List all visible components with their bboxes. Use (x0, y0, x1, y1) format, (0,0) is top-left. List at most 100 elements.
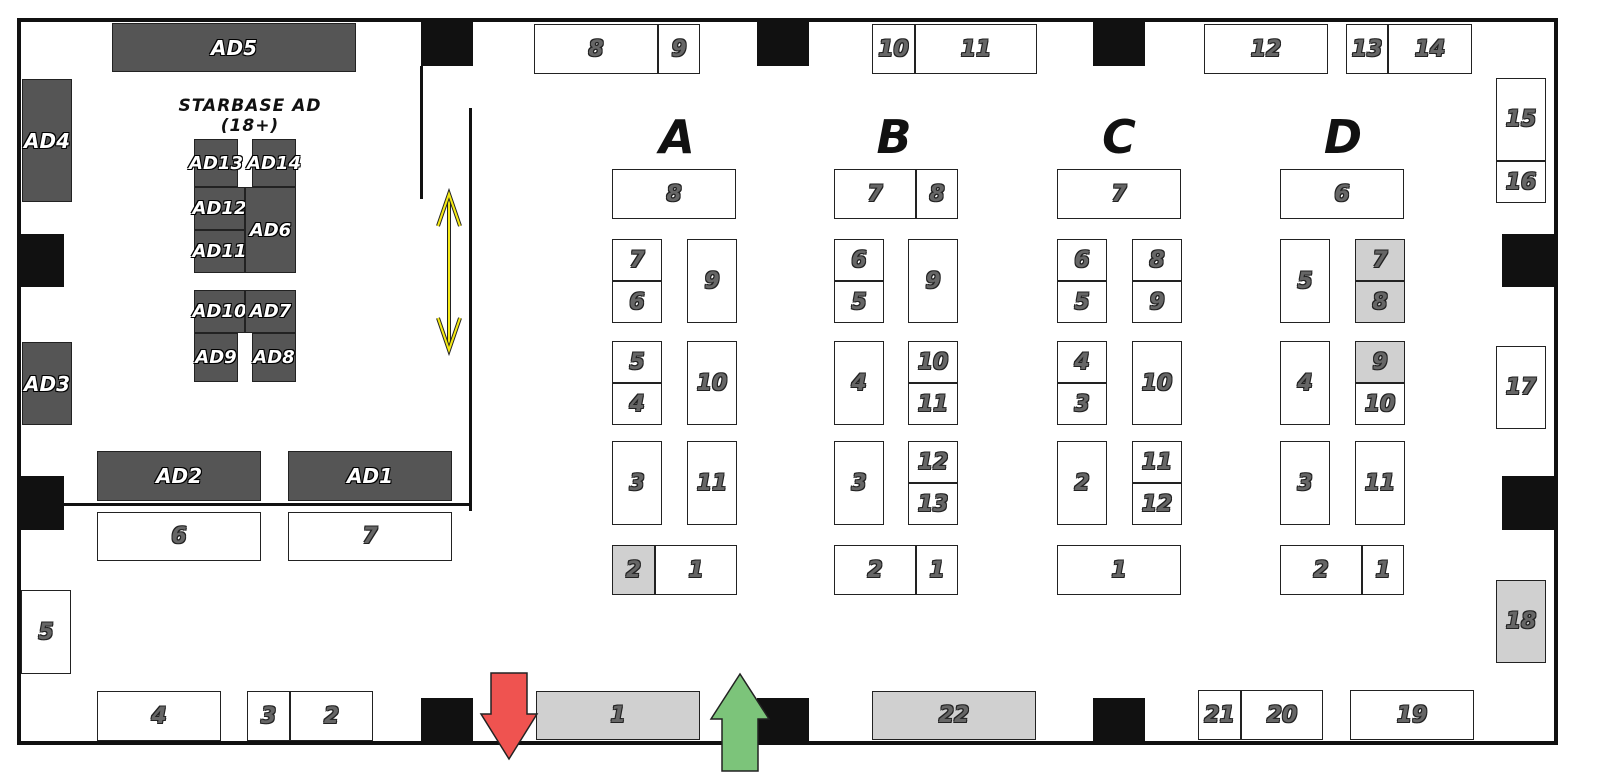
booth-b6[interactable]: 6 (834, 239, 884, 281)
booth-b9[interactable]: 9 (908, 239, 958, 323)
exit-arrow-down-icon (479, 672, 539, 761)
booth-a2[interactable]: 2 (612, 545, 655, 595)
booth-perimeter-6[interactable]: 6 (97, 512, 261, 561)
booth-perimeter-18[interactable]: 18 (1496, 580, 1546, 663)
zone-wall (420, 66, 423, 199)
booth-perimeter-15[interactable]: 15 (1496, 78, 1546, 161)
booth-ad1[interactable]: AD1 (288, 451, 452, 501)
booth-b10[interactable]: 10 (908, 341, 958, 383)
booth-ad8[interactable]: AD8 (252, 333, 296, 382)
zone-title: STARBASE AD (18+) (178, 96, 322, 136)
booth-d7[interactable]: 7 (1355, 239, 1405, 281)
booth-perimeter-9[interactable]: 9 (658, 24, 700, 74)
booth-c12[interactable]: 12 (1132, 483, 1182, 525)
booth-ad13[interactable]: AD13 (189, 139, 243, 187)
booth-ad6[interactable]: AD6 (245, 187, 296, 273)
booth-ad7[interactable]: AD7 (245, 290, 296, 333)
booth-perimeter-10[interactable]: 10 (872, 24, 915, 74)
booth-perimeter-1[interactable]: 1 (536, 691, 700, 740)
booth-a11[interactable]: 11 (687, 441, 737, 525)
row-heading-d: D (1323, 110, 1363, 164)
booth-perimeter-8[interactable]: 8 (534, 24, 658, 74)
booth-perimeter-13[interactable]: 13 (1346, 24, 1388, 74)
booth-ad9[interactable]: AD9 (194, 333, 238, 382)
booth-d2[interactable]: 2 (1280, 545, 1362, 595)
pillar (1502, 476, 1558, 530)
booth-perimeter-16[interactable]: 16 (1496, 161, 1546, 203)
booth-d5[interactable]: 5 (1280, 239, 1330, 323)
booth-c6[interactable]: 6 (1057, 239, 1107, 281)
booth-a4[interactable]: 4 (612, 383, 662, 425)
pillar (757, 18, 809, 66)
booth-c11[interactable]: 11 (1132, 441, 1182, 483)
booth-b4[interactable]: 4 (834, 341, 884, 425)
booth-b11[interactable]: 11 (908, 383, 958, 425)
booth-perimeter-12[interactable]: 12 (1204, 24, 1328, 74)
entry-arrow-up-icon (709, 672, 771, 772)
booth-d6[interactable]: 6 (1280, 169, 1404, 219)
booth-perimeter-4[interactable]: 4 (97, 691, 221, 741)
booth-d11[interactable]: 11 (1355, 441, 1405, 525)
booth-c9[interactable]: 9 (1132, 281, 1182, 323)
booth-d8[interactable]: 8 (1355, 281, 1405, 323)
booth-perimeter-5[interactable]: 5 (21, 590, 71, 674)
booth-ad5[interactable]: AD5 (112, 23, 356, 72)
passage-double-arrow-icon (436, 187, 462, 357)
row-heading-a: A (659, 110, 695, 164)
booth-c8[interactable]: 8 (1132, 239, 1182, 281)
booth-d3[interactable]: 3 (1280, 441, 1330, 525)
booth-perimeter-22[interactable]: 22 (872, 691, 1036, 740)
booth-ad3[interactable]: AD3 (22, 342, 72, 425)
booth-ad12[interactable]: AD12 (193, 187, 246, 230)
booth-ad2[interactable]: AD2 (97, 451, 261, 501)
booth-d9[interactable]: 9 (1355, 341, 1405, 383)
booth-ad11[interactable]: AD11 (193, 230, 246, 273)
booth-perimeter-2[interactable]: 2 (290, 691, 373, 741)
booth-c1[interactable]: 1 (1057, 545, 1181, 595)
booth-c3[interactable]: 3 (1057, 383, 1107, 425)
pillar (1093, 18, 1145, 66)
booth-b7[interactable]: 7 (834, 169, 916, 219)
booth-ad14[interactable]: AD14 (247, 139, 301, 187)
booth-b5[interactable]: 5 (834, 281, 884, 323)
booth-a10[interactable]: 10 (687, 341, 737, 425)
booth-ad4[interactable]: AD4 (22, 79, 72, 202)
booth-b12[interactable]: 12 (908, 441, 958, 483)
booth-b8[interactable]: 8 (916, 169, 958, 219)
booth-d1[interactable]: 1 (1362, 545, 1404, 595)
pillar (757, 698, 809, 745)
booth-c10[interactable]: 10 (1132, 341, 1182, 425)
booth-d4[interactable]: 4 (1280, 341, 1330, 425)
booth-c7[interactable]: 7 (1057, 169, 1181, 219)
booth-a6[interactable]: 6 (612, 281, 662, 323)
booth-perimeter-20[interactable]: 20 (1241, 690, 1323, 740)
booth-perimeter-19[interactable]: 19 (1350, 690, 1474, 740)
booth-d10[interactable]: 10 (1355, 383, 1405, 425)
zone-wall (64, 503, 472, 506)
pillar (1093, 698, 1145, 745)
booth-a9[interactable]: 9 (687, 239, 737, 323)
booth-perimeter-17[interactable]: 17 (1496, 346, 1546, 429)
booth-perimeter-3[interactable]: 3 (247, 691, 290, 741)
booth-perimeter-7[interactable]: 7 (288, 512, 452, 561)
booth-a8[interactable]: 8 (612, 169, 736, 219)
booth-perimeter-21[interactable]: 21 (1198, 690, 1241, 740)
booth-c5[interactable]: 5 (1057, 281, 1107, 323)
zone-wall (469, 108, 472, 511)
booth-a3[interactable]: 3 (612, 441, 662, 525)
booth-b2[interactable]: 2 (834, 545, 916, 595)
booth-ad10[interactable]: AD10 (193, 290, 246, 333)
row-heading-b: B (876, 110, 912, 164)
booth-b1[interactable]: 1 (916, 545, 958, 595)
booth-a7[interactable]: 7 (612, 239, 662, 281)
booth-perimeter-11[interactable]: 11 (915, 24, 1037, 74)
booth-b13[interactable]: 13 (908, 483, 958, 525)
booth-perimeter-14[interactable]: 14 (1388, 24, 1472, 74)
booth-c2[interactable]: 2 (1057, 441, 1107, 525)
booth-c4[interactable]: 4 (1057, 341, 1107, 383)
booth-b3[interactable]: 3 (834, 441, 884, 525)
booth-a5[interactable]: 5 (612, 341, 662, 383)
booth-a1[interactable]: 1 (655, 545, 737, 595)
pillar (17, 476, 64, 530)
row-heading-c: C (1102, 110, 1136, 164)
